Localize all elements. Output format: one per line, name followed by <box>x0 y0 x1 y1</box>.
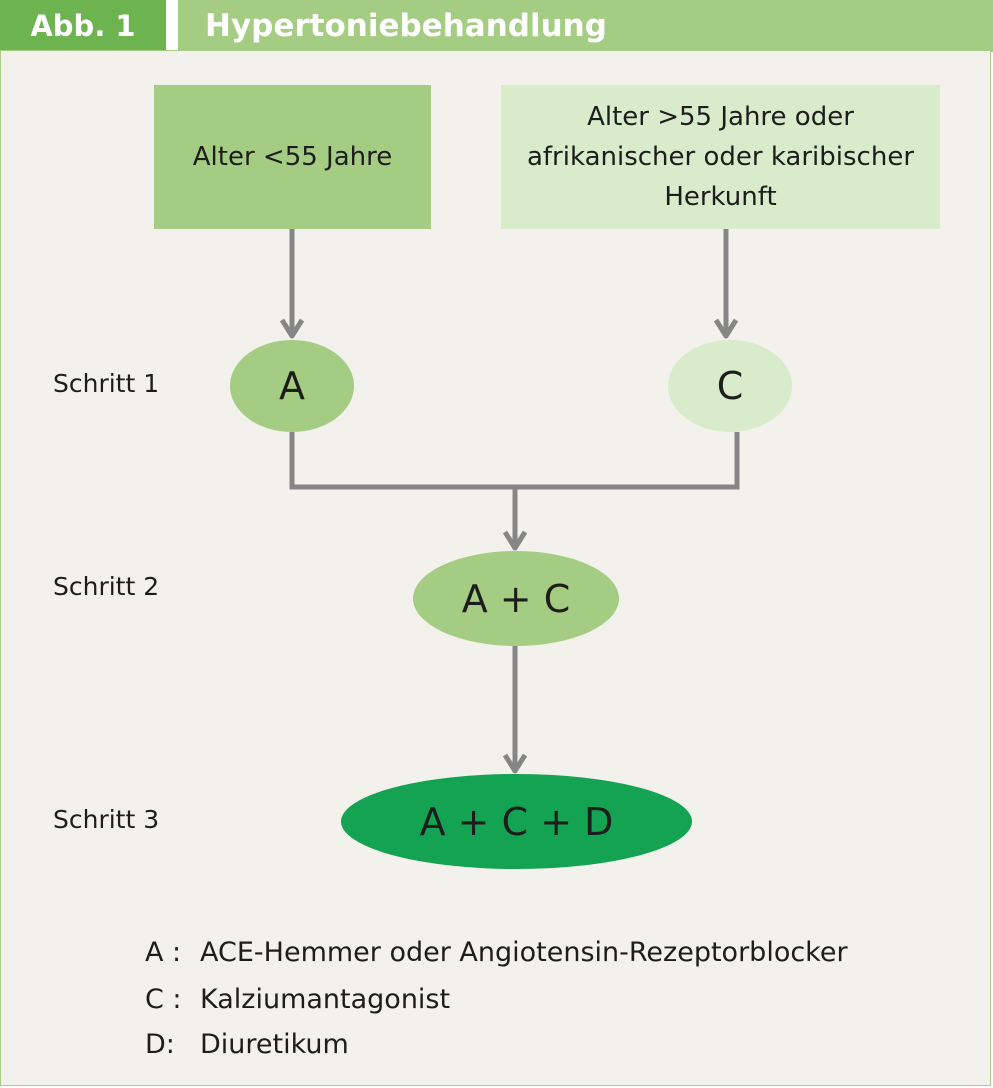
node-a-label: A <box>279 364 305 408</box>
arrow-young-to-a-head <box>279 318 305 339</box>
figure-tag-label: Abb. 1 <box>30 9 136 43</box>
legend-key-c: C : <box>145 984 182 1015</box>
step-1-label: Schritt 1 <box>53 369 160 398</box>
legend-text-d: Diuretikum <box>200 1029 349 1060</box>
figure-title: Hypertoniebehandlung <box>178 0 993 52</box>
node-c-label: C <box>716 364 744 408</box>
node-a-plus-c-plus-d: A + C + D <box>341 774 692 869</box>
node-a-plus-c: A + C <box>413 551 619 646</box>
figure-tag: Abb. 1 <box>0 0 166 52</box>
legend-key-a: A : <box>145 937 182 968</box>
condition-age-under-55: Alter <55 Jahre <box>154 85 431 229</box>
legend-item-a: A : ACE-Hemmer oder Angiotensin-Rezeptor… <box>145 937 848 968</box>
legend-key-d: D: <box>145 1029 175 1060</box>
arrow-merge-to-ac-head <box>502 530 528 551</box>
node-c: C <box>668 340 792 432</box>
legend-text-a: ACE-Hemmer oder Angiotensin-Rezeptorbloc… <box>200 937 848 968</box>
node-a-plus-c-label: A + C <box>461 576 571 621</box>
figure-title-label: Hypertoniebehandlung <box>205 8 607 44</box>
legend-item-c: C : Kalziumantagonist <box>145 984 450 1015</box>
condition-age-over-55-line2: afrikanischer oder karibischer <box>526 142 915 172</box>
step-2-label: Schritt 2 <box>53 572 160 601</box>
condition-age-over-55: Alter >55 Jahre oder afrikanischer oder … <box>501 85 940 229</box>
arrow-old-to-c-head <box>713 318 739 339</box>
condition-age-over-55-line1: Alter >55 Jahre oder <box>587 102 854 132</box>
condition-age-over-55-line3: Herkunft <box>664 182 777 212</box>
condition-age-under-55-label: Alter <55 Jahre <box>192 142 393 172</box>
step-3-label: Schritt 3 <box>53 805 160 834</box>
node-a-plus-c-plus-d-label: A + C + D <box>419 799 614 844</box>
legend-text-c: Kalziumantagonist <box>200 984 451 1015</box>
node-a: A <box>230 340 354 432</box>
merge-line <box>289 432 740 490</box>
arrow-ac-to-acd-head <box>502 753 528 774</box>
legend-item-d: D: Diuretikum <box>145 1029 349 1060</box>
